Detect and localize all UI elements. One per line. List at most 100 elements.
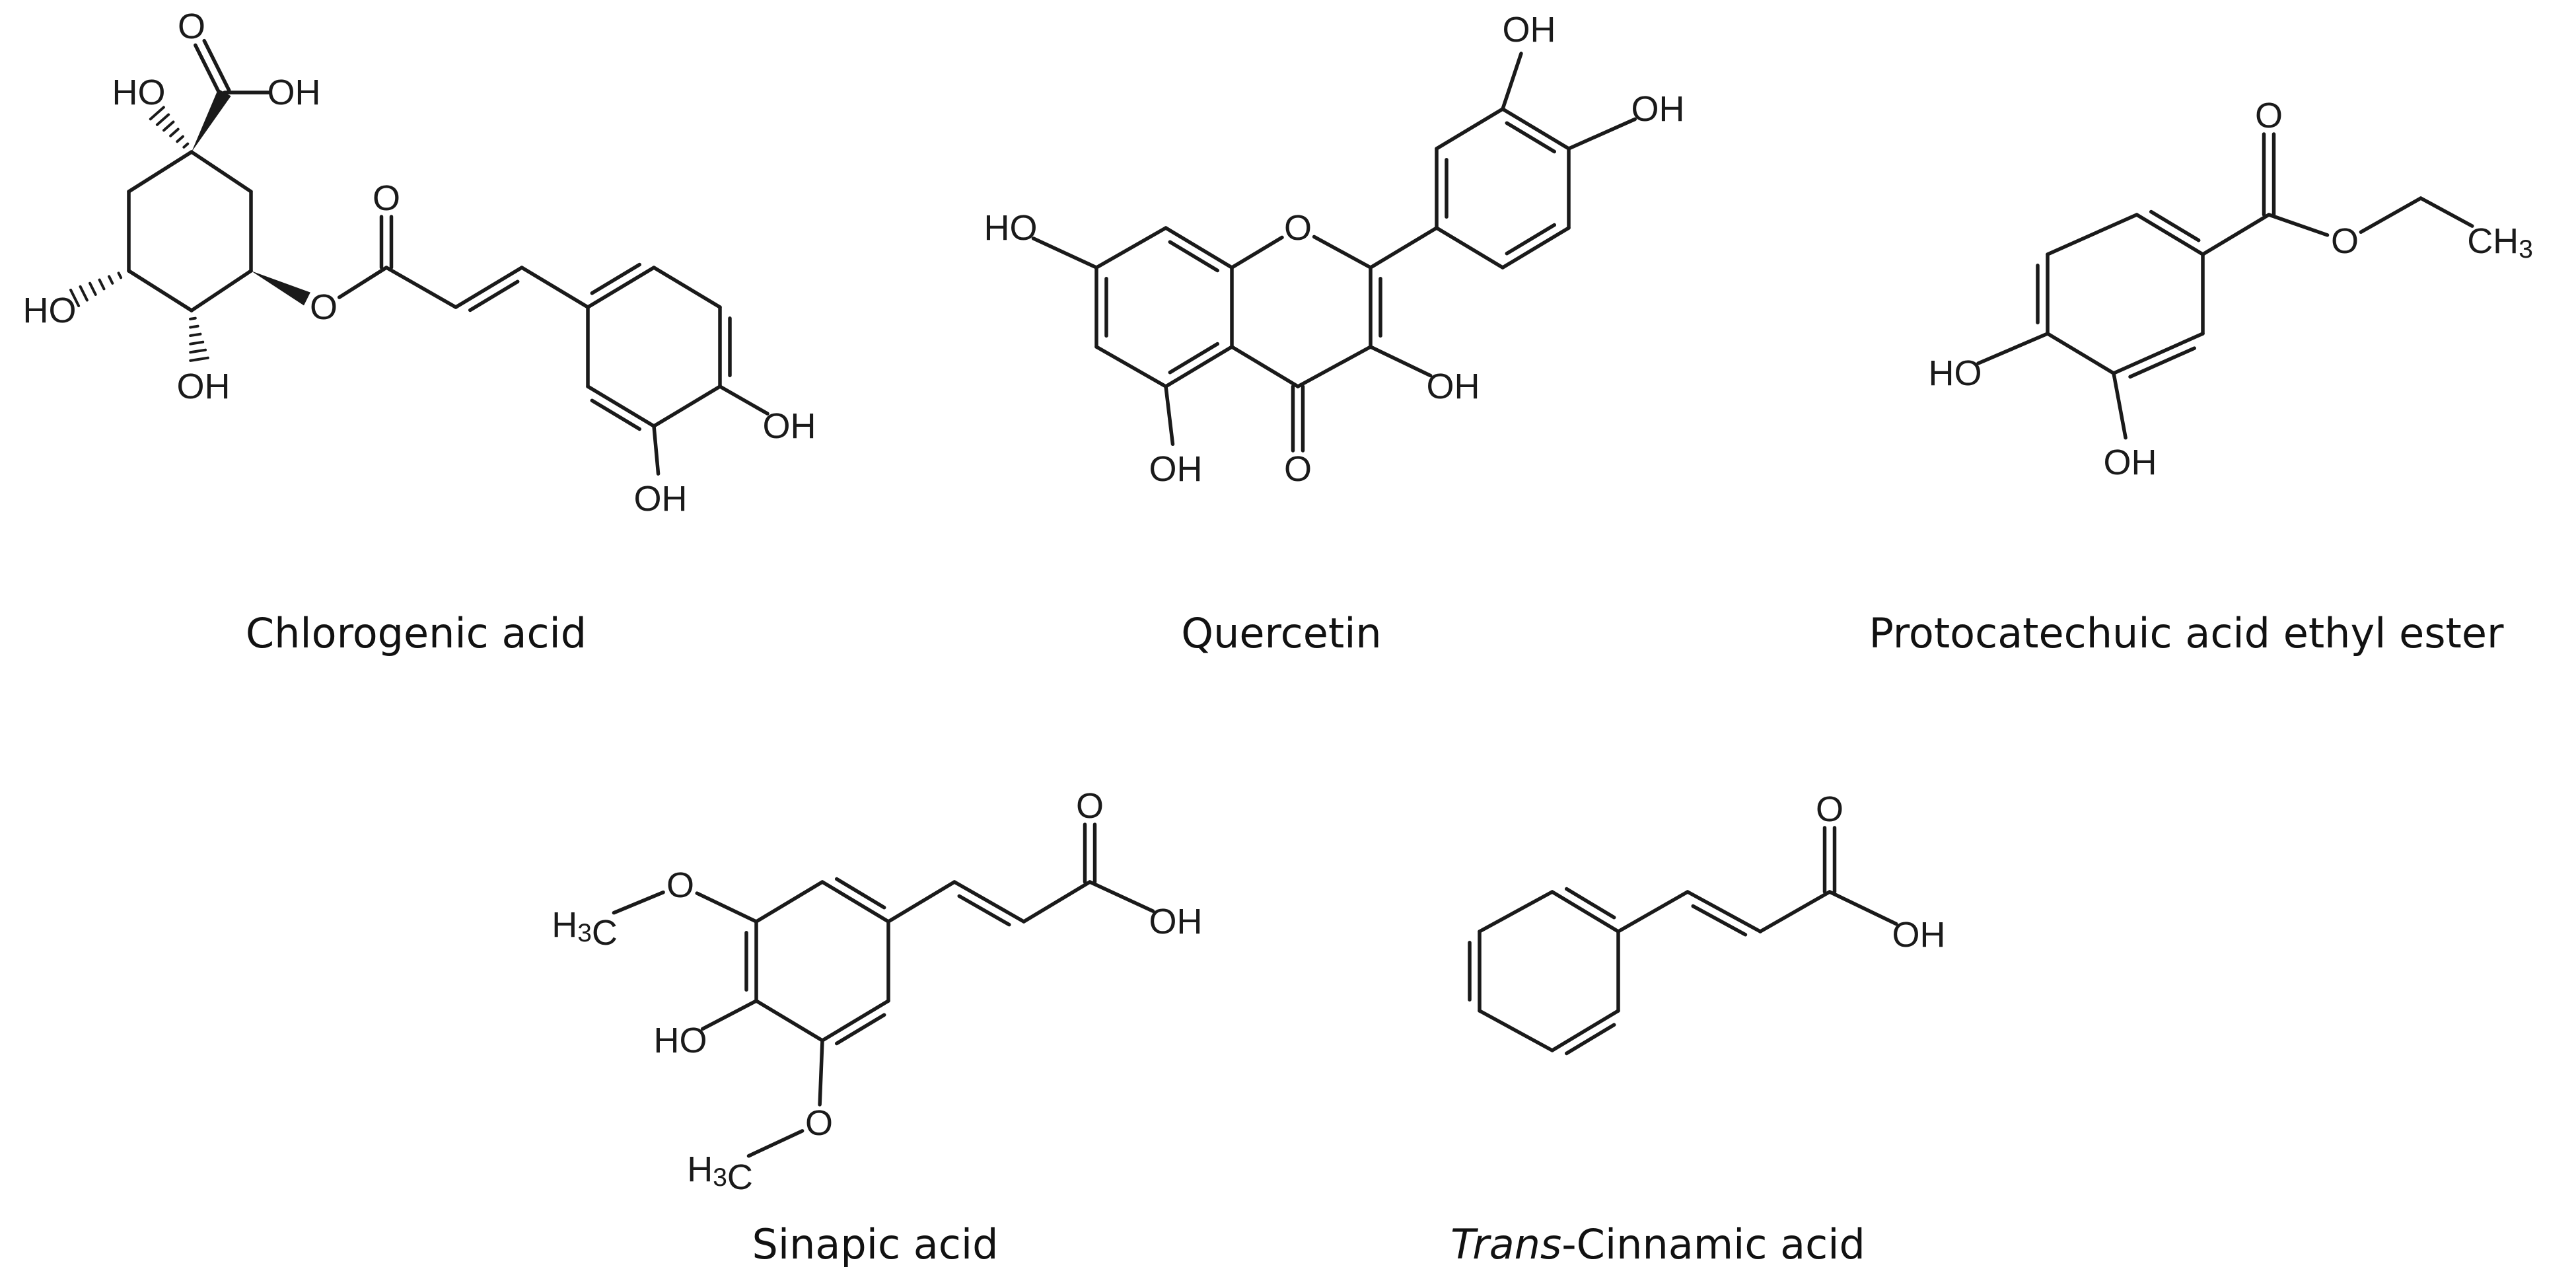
quercetin-label: Quercetin [1181,609,1381,657]
sinapic-atom-label-HO: HO [654,1021,707,1060]
protocatechuic-acid-ethyl-ester-label: Protocatechuic acid ethyl ester [1869,609,2504,657]
sinapic-bond-R4-HO [700,999,758,1031]
quercetin-bond-C4a-C5-double-main [1164,345,1234,388]
chlorogenic-bond-Ce-Ca [384,266,458,309]
sinapic-atom-label-Me1: H3C [552,905,618,953]
chlorogenic-bond-Cb-R1 [520,266,590,309]
chlorogenic-bond-R1-R2-double-inner [590,262,642,295]
protocatechuic-bond-Oe-CH2 [2359,196,2423,234]
quercetin-bond-B4-OHb4 [1567,117,1637,151]
chlorogenic-bond-Ca-Cb-double-main [454,266,524,309]
protocatechuic-bond-CH2-CH3 [2419,196,2474,228]
trans-cinnamic-acid-structure: OOH [1468,789,1946,1056]
protocatechuic-bond-C-Oe [2267,213,2330,237]
chlorogenic-bond-R5-R6-double-inner [590,398,642,431]
cinnamic-bond-R5-R6-double-main [1550,1009,1620,1052]
chlorogenic-bond-R2-R3 [652,266,722,309]
protocatechuic-atom-label-HO4: HO [1929,353,1982,393]
sinapic-bond-C-OH [1088,880,1155,913]
chlorogenic-atom-label-Oe: O [310,287,338,327]
cinnamic-bond-R1-R2-double-main [1550,890,1620,933]
chlorogenic-bond-C1-Cc-wedge [192,89,231,152]
chlorogenic-bond-C4-O4-hashed-wedge [189,316,209,362]
chlorogenic-atom-label-O1: HO [112,73,166,112]
cinnamic-bond-R5-R6-double-inner [1564,1023,1616,1056]
sinapic-atom-label-Od: O [1076,786,1104,826]
quercetin-atom-label-OHb3: OH [1503,10,1556,50]
chlorogenic-bond-R5-R6-double-main [586,384,656,428]
quercetin-bond-C5-OH5 [1164,384,1175,447]
chlorogenic-bond-C1-C2 [190,150,253,194]
chlorogenic-atom-label-O4: OH [177,367,231,406]
chlorogenic-bond-C1-O1-hashed-wedge [149,106,190,149]
quercetin-bond-B5-B6-double-main [1501,226,1571,270]
sinapic-bond-Ca-Cb-double-inner [957,894,1011,927]
chlorogenic-bond-R1-R2-double-main [586,266,656,309]
chlorogenic-bond-R5-OH5 [652,424,661,476]
quercetin-atom-label-OHb4: OH [1631,89,1685,129]
sinapic-bond-R1-R2-double-main [820,880,890,924]
quercetin-bond-C8-C8a-double-inner [1168,240,1220,273]
quercetin-atom-label-OH7: HO [984,208,1038,248]
chlorogenic-bond-Cc-Oc-double-a [202,38,231,92]
chlorogenic-bond-C6-C1 [127,150,194,194]
quercetin-bond-C5-C6 [1094,345,1168,388]
protocatechuic-bond-R1-R2-double-inner [2149,209,2201,242]
chlorogenic-bond-C4-C5 [127,269,194,312]
protocatechuic-atom-label-CH3: CH3 [2467,221,2533,264]
sinapic-bond-R1-R2-double-inner [834,877,886,910]
quercetin-bond-B5-B6-double-inner [1505,223,1557,256]
cinnamic-atom-label-Od: O [1816,789,1843,829]
quercetin-atom-label-OH5: OH [1149,449,1203,489]
chlorogenic-atom-label-OHc: OH [268,73,321,112]
cinnamic-bond-Ca-Cb-double-inner [1691,904,1748,937]
sinapic-atom-label-Me2: H3C [687,1150,753,1197]
protocatechuic-bond-R4-HO4 [1976,332,2050,365]
cinnamic-bond-Ca-Cb-double-main [1686,890,1762,933]
quercetin-bond-C7-OH7 [1031,237,1098,270]
quercetin-bond-B6-B1 [1435,226,1505,270]
quercetin-bond-C8a-O1 [1230,235,1284,270]
chlorogenic-bond-Cc-Oc-double-b [194,43,223,97]
cinnamic-bond-R1-R2-double-inner [1564,887,1616,920]
sinapic-bond-R5-Om2 [818,1039,824,1107]
quercetin-bond-B3-OHb3 [1501,52,1523,111]
cinnamic-bond-R1-Ca [1616,890,1690,933]
protocatechuic-bond-R5-R6-double-inner [2128,346,2196,379]
quercetin-bond-C7-C8 [1094,226,1168,270]
quercetin-bond-B2-B3 [1435,107,1505,151]
cinnamic-bond-R4-R5 [1478,1009,1554,1052]
quercetin-bond-C8-C8a-double-main [1164,226,1234,270]
sinapic-acid-label: Sinapic acid [752,1220,999,1268]
sinapic-atom-label-OH: OH [1149,902,1203,941]
chlorogenic-atom-label-OH4: OH [763,406,816,446]
protocatechuic-atom-label-Od: O [2255,96,2283,135]
sinapic-bond-R2-R3 [754,880,824,924]
sinapic-bond-R4-R5 [754,999,824,1042]
chlorogenic-bond-R4-R5 [652,384,722,428]
quercetin-bond-B3-B4-double-main [1501,107,1571,151]
chlorogenic-atom-label-Oc: O [178,7,205,46]
quercetin-atom-label-O1: O [1284,208,1312,248]
quercetin-bond-C2-B1 [1369,226,1439,270]
cinnamic-bond-R2-R3 [1478,890,1554,933]
protocatechuic-bond-R1-C [2201,213,2271,256]
protocatechuic-atom-label-Oe: O [2331,221,2359,261]
quercetin-bond-B3-B4-double-inner [1505,121,1557,154]
sinapic-bond-R5-R6-double-main [820,999,890,1042]
quercetin-atom-label-O4: O [1284,449,1312,489]
chlorogenic-atom-label-Oe2: O [373,178,400,218]
chlorogenic-atom-label-OH5: OH [634,479,688,519]
sinapic-bond-Om2-Me2 [746,1129,805,1158]
sinapic-bond-R5-R6-double-inner [834,1013,886,1046]
quercetin-bond-C4-C4a [1230,345,1300,388]
cinnamic-bond-C-OH [1828,890,1898,926]
protocatechuic-bond-R5-OH3 [2112,371,2128,440]
protocatechuic-atom-label-OH3: OH [2104,443,2157,482]
sinapic-bond-Ca-Cb-double-main [952,880,1026,924]
